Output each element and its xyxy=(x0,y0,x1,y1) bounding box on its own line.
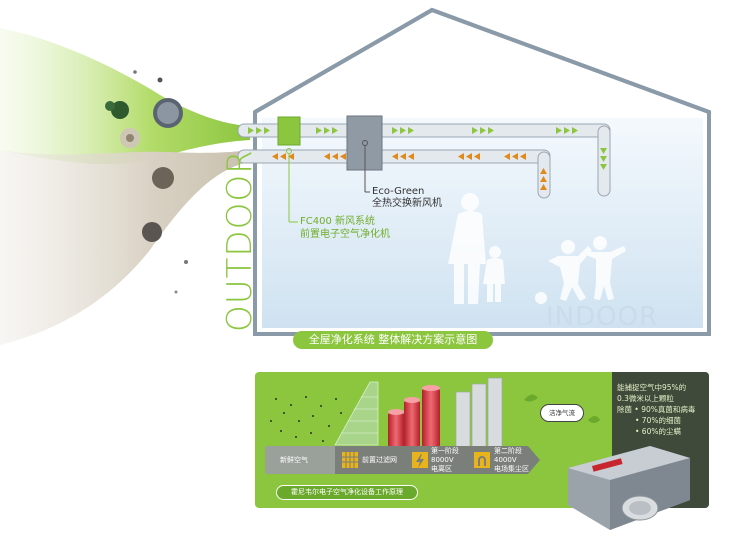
return-arrows xyxy=(272,153,547,190)
supply-arrows xyxy=(248,127,607,170)
spec-line-4: • 70%的细菌 xyxy=(635,416,681,425)
step-ionizer-voltage: 8000V xyxy=(431,456,454,464)
process-caption: 霍尼韦尔电子空气净化设备工作原理 xyxy=(276,485,418,500)
step-ionizer: 第一阶段 8000V 电离区 xyxy=(431,447,459,474)
spec-line-2: 0.3微米以上颗粒 xyxy=(617,394,674,403)
step-collector: 第二阶段 4000V 电场集尘区 xyxy=(494,447,529,474)
fc400-label: FC400 新风系统 前置电子空气净化机 xyxy=(300,215,390,241)
process-graphics xyxy=(265,377,600,474)
ionizer-tube-1 xyxy=(388,412,404,448)
indoor-label: INDOOR xyxy=(546,302,659,332)
step-prefilter: 前置过滤网 xyxy=(362,456,397,465)
grey-air-plume xyxy=(0,150,250,345)
spec-line-3: 除菌 • 90%真菌和病毒 xyxy=(617,405,696,414)
fc400-name: FC400 新风系统 xyxy=(300,216,375,227)
collector-plate-3 xyxy=(487,377,503,449)
spec-line-5: • 60%的尘螨 xyxy=(635,427,681,436)
collector-plate-1 xyxy=(455,391,471,449)
ionizer-tube-2 xyxy=(404,400,420,448)
eco-green-name: Eco-Green xyxy=(372,186,425,197)
spec-text: 能捕捉空气中95%的 0.3微米以上颗粒 除菌 • 90%真菌和病毒 • 70%… xyxy=(617,382,695,437)
step-collector-title: 第二阶段 xyxy=(494,447,522,455)
spec-line-1: 能捕捉空气中95%的 xyxy=(617,383,687,392)
pollutant-particles xyxy=(105,70,188,294)
eco-green-desc: 全热交换新风机 xyxy=(372,198,442,209)
collector-plate-2 xyxy=(471,383,487,449)
outdoor-text: OUTDOOR xyxy=(220,149,260,332)
purifier-device-image xyxy=(568,446,690,530)
step-collector-zone: 电场集尘区 xyxy=(494,465,529,473)
step-ionizer-zone: 电离区 xyxy=(431,465,452,473)
ionizer-tube-3 xyxy=(422,388,440,448)
green-air-plume xyxy=(0,28,250,165)
solution-banner: 全屋净化系统 整体解决方案示意图 xyxy=(293,331,493,349)
step-fresh-air-text: 新鲜空气 xyxy=(280,456,308,464)
house-outline xyxy=(253,7,711,336)
family-silhouettes xyxy=(448,193,626,304)
step-fresh-air: 新鲜空气 xyxy=(280,456,308,465)
eco-green-label: Eco-Green 全热交换新风机 xyxy=(372,186,442,210)
step-prefilter-text: 前置过滤网 xyxy=(362,456,397,464)
outdoor-label: OUTDOOR xyxy=(220,149,260,332)
clean-air-bubble: 洁净气流 xyxy=(540,404,584,422)
fc400-unit xyxy=(277,116,301,146)
fc400-desc: 前置电子空气净化机 xyxy=(300,229,390,240)
filter-mesh xyxy=(334,381,379,446)
step-ionizer-title: 第一阶段 xyxy=(431,447,459,455)
step-collector-voltage: 4000V xyxy=(494,456,517,464)
